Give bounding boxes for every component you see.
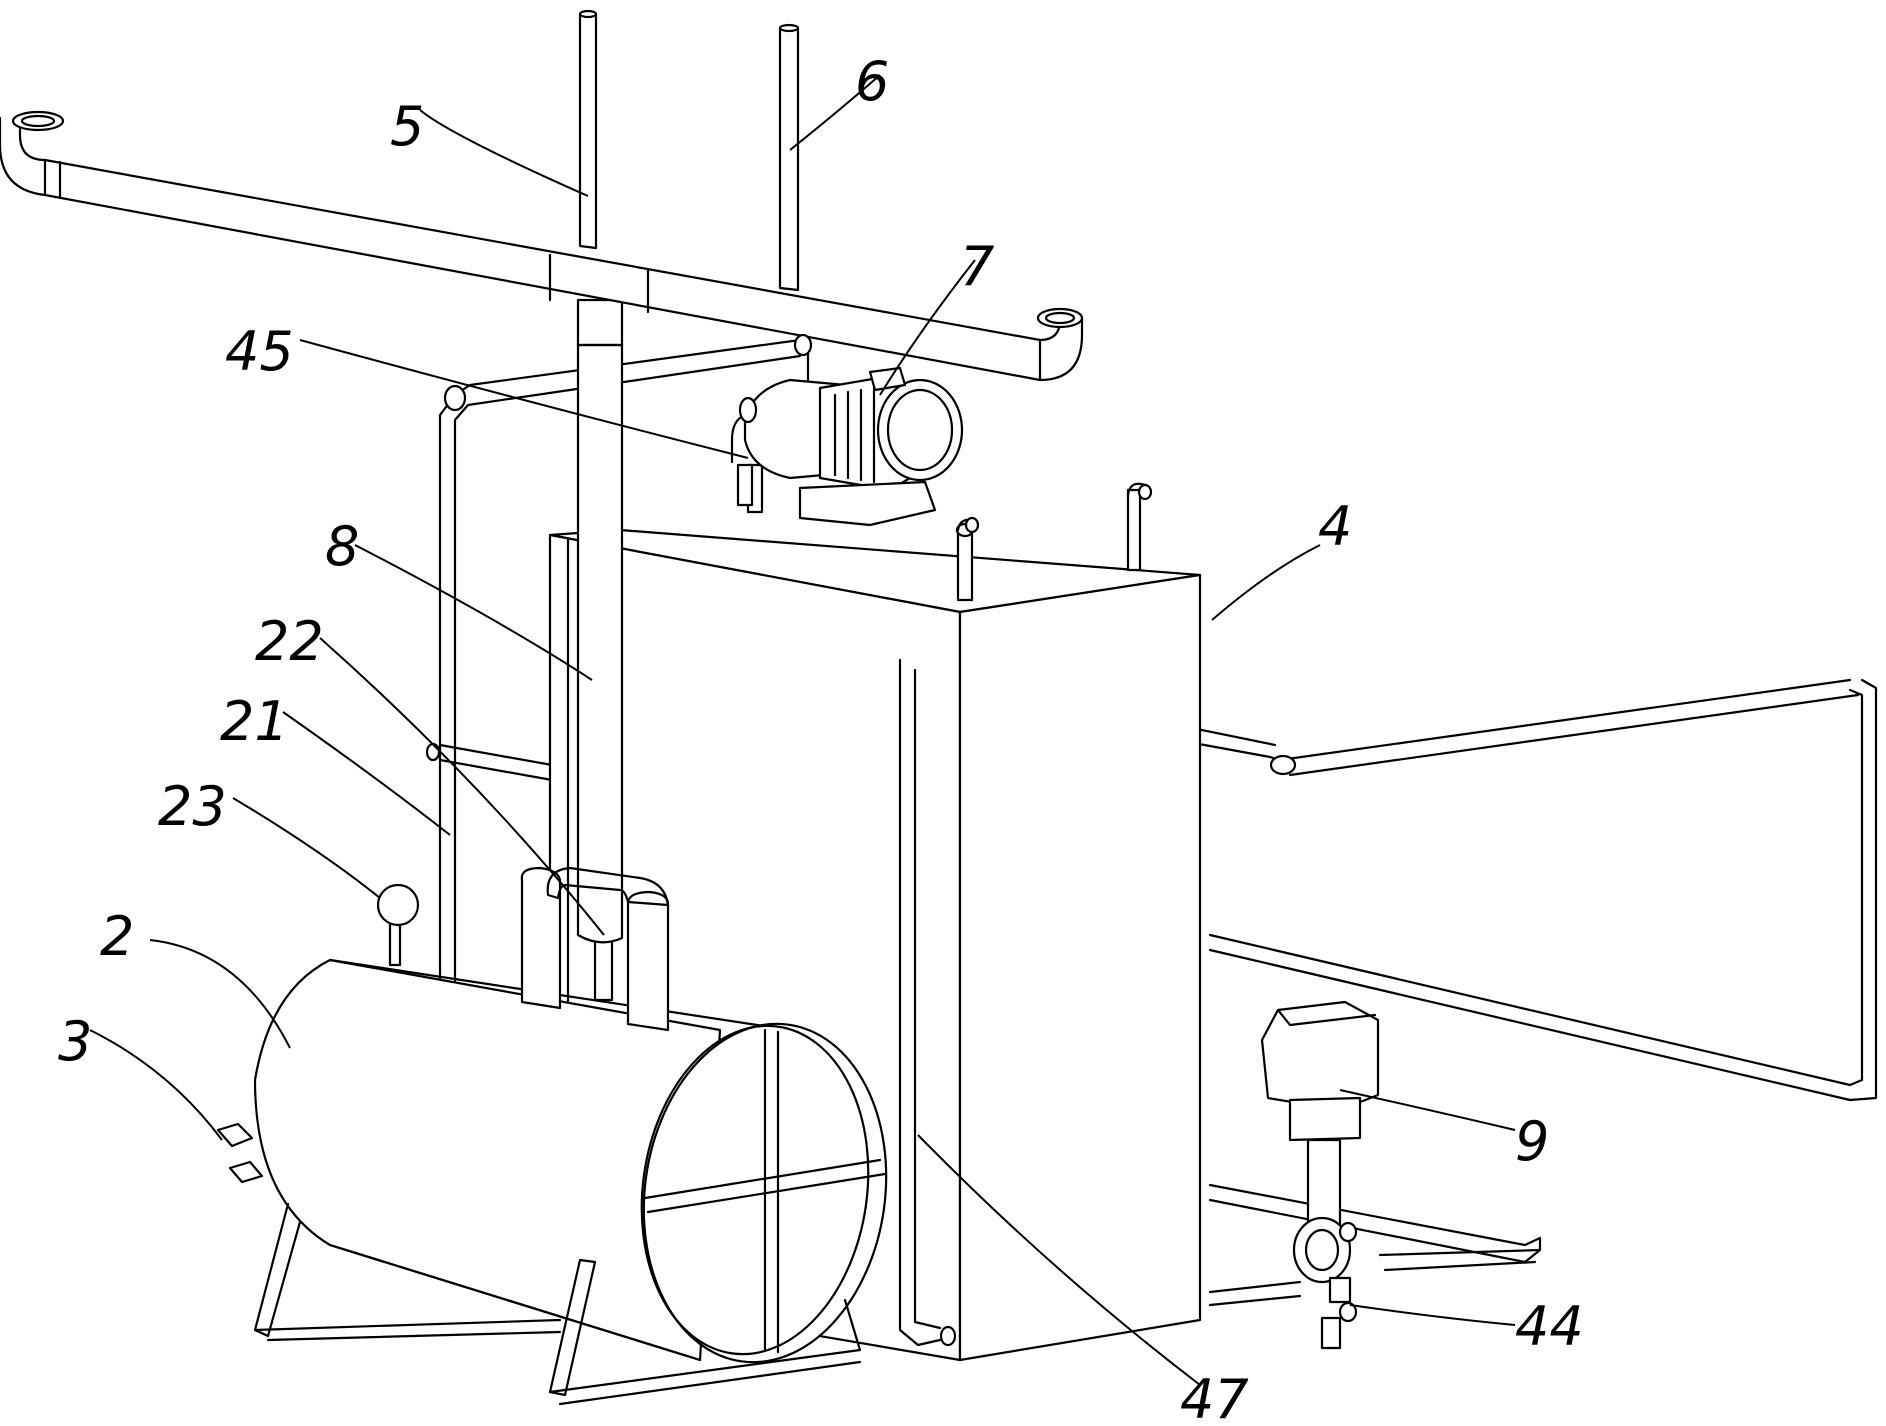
label-3: 3 (58, 1010, 92, 1073)
leader-45 (299, 339, 749, 459)
leader-3 (89, 1029, 223, 1141)
leader-2 (149, 939, 291, 1049)
leader-21 (282, 711, 451, 836)
pump-7 (730, 333, 964, 527)
label-6: 6 (855, 50, 889, 113)
label-47: 47 (1180, 1368, 1249, 1421)
header-pipe (0, 9, 1084, 382)
leader-23 (232, 797, 381, 899)
leader-lines (89, 74, 1516, 1386)
leader-8 (354, 544, 593, 681)
reference-labels: 5 6 7 45 8 22 21 23 2 3 4 9 44 47 (58, 50, 1584, 1426)
label-4: 4 (1318, 495, 1352, 558)
leader-44 (1349, 1304, 1516, 1326)
label-44: 44 (1515, 1295, 1584, 1358)
leader-4 (1211, 544, 1321, 621)
label-21: 21 (220, 690, 289, 753)
label-2: 2 (100, 905, 134, 968)
label-22: 22 (255, 610, 324, 673)
leader-22 (319, 637, 605, 936)
label-9: 9 (1515, 1110, 1549, 1173)
label-45: 45 (225, 320, 294, 383)
leader-9 (1339, 1089, 1516, 1131)
vessel-2 (216, 298, 888, 1406)
leader-47 (917, 1134, 1201, 1386)
label-8: 8 (325, 515, 359, 578)
label-7: 7 (960, 235, 994, 298)
leader-5 (419, 109, 589, 197)
leader-6 (789, 74, 881, 151)
valve-9-44 (1208, 1000, 1380, 1350)
label-5: 5 (390, 95, 424, 158)
leader-7 (879, 259, 976, 396)
label-23: 23 (158, 775, 227, 838)
